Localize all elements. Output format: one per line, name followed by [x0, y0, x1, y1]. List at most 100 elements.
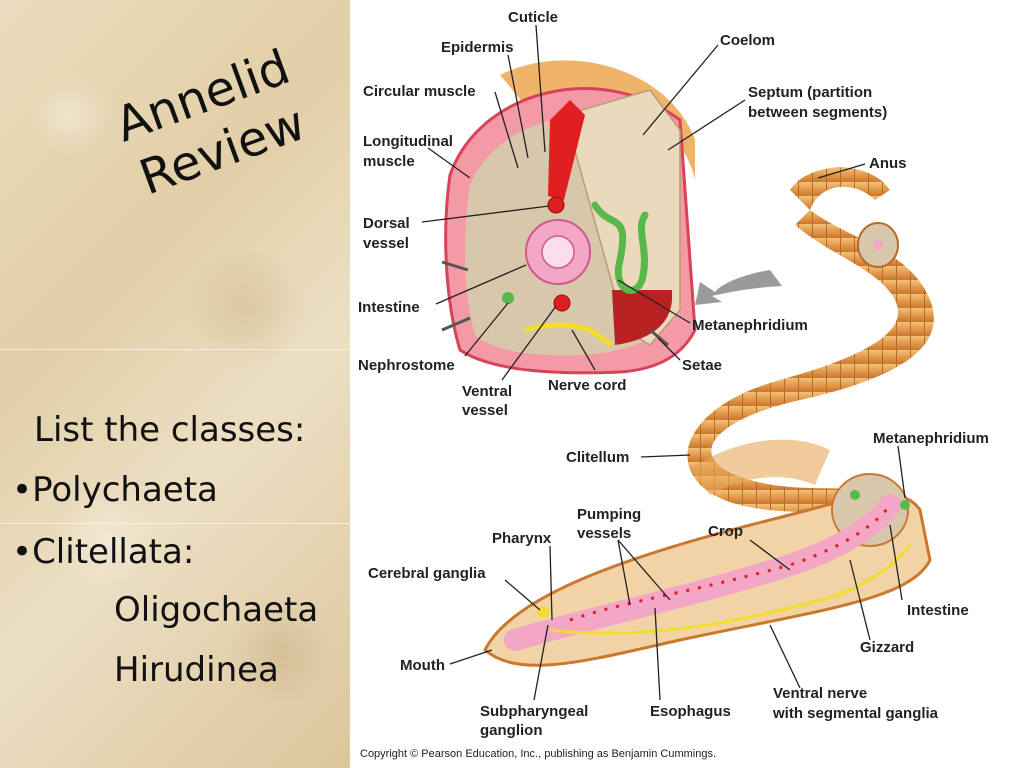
- leader-pharynx: [549, 545, 553, 621]
- clitellum-band: [690, 439, 830, 495]
- leader-mouth: [449, 649, 493, 665]
- label-setae: Setae: [682, 357, 722, 374]
- bullet-mark: •: [12, 470, 33, 510]
- label-intestine-right: Intestine: [907, 602, 969, 619]
- leader-lines: [421, 24, 906, 701]
- metanephridium-green-small: [850, 490, 860, 500]
- bullet-clitellata: •Clitellata:: [12, 532, 194, 572]
- seta: [441, 316, 471, 332]
- label-cuticle: Cuticle: [508, 9, 558, 26]
- label-coelom: Coelom: [720, 32, 775, 49]
- classes-prompt: List the classes:: [34, 410, 306, 450]
- leader-cerebral-ganglia: [504, 579, 541, 611]
- worm-coiled-body: [687, 210, 934, 545]
- cross-section-block: [441, 60, 697, 375]
- leader-pumping-vessel: [617, 539, 671, 601]
- copyright-notice: Copyright © Pearson Education, Inc., pub…: [360, 748, 716, 760]
- label-ventral-nerve-line1: Ventral nerve: [773, 685, 867, 702]
- leader-pumping-vessel: [617, 539, 631, 606]
- label-metanephridium-right: Metanephridium: [873, 430, 989, 447]
- label-mouth: Mouth: [400, 657, 445, 674]
- label-septum-line2: between segments): [748, 104, 887, 121]
- leader-ventral-nerve: [769, 624, 801, 689]
- leader-crop: [749, 539, 791, 571]
- leader-setae: [657, 337, 681, 361]
- subclass-oligochaeta: Oligochaeta: [114, 590, 319, 630]
- label-gizzard: Gizzard: [860, 639, 914, 656]
- label-circular-muscle: Circular muscle: [363, 83, 476, 100]
- label-pumping-line1: Pumping: [577, 506, 641, 523]
- ventral-vessel-section: [553, 294, 571, 312]
- label-metanephridium-top: Metanephridium: [692, 317, 808, 334]
- label-dorsal-line2: vessel: [363, 235, 409, 252]
- ventral-nerve-yellow: [549, 544, 912, 635]
- label-pharynx: Pharynx: [492, 530, 552, 547]
- leader-septum: [667, 99, 746, 151]
- diagram-labels: Cuticle Epidermis Coelom Circular muscle…: [358, 9, 989, 760]
- leader-cuticle: [535, 24, 546, 153]
- nephrostome-green: [502, 292, 514, 304]
- dorsal-vessel-red: [548, 100, 585, 200]
- leader-ventral-vessel: [501, 305, 557, 381]
- label-nerve-cord: Nerve cord: [548, 377, 626, 394]
- seta: [441, 260, 469, 272]
- leader-esophagus: [654, 607, 661, 701]
- intestine-lumen: [541, 235, 575, 269]
- class-polychaeta: Polychaeta: [32, 470, 218, 510]
- blood-vessel-rings: [569, 504, 892, 622]
- leader-anus: [817, 163, 866, 179]
- leader-nephrostome: [464, 302, 509, 357]
- leader-nerve-cord: [571, 329, 596, 371]
- label-dorsal-line1: Dorsal: [363, 215, 410, 232]
- body-dome-upper: [500, 60, 695, 180]
- leader-coelom: [642, 44, 719, 136]
- label-longitudinal-line1: Longitudinal: [363, 133, 453, 150]
- label-clitellum: Clitellum: [566, 449, 629, 466]
- bullet-polychaeta: •Polychaeta: [12, 470, 218, 510]
- dorsal-vessel-section: [547, 196, 565, 214]
- textured-side-panel: Annelid Review List the classes: •Polych…: [0, 0, 350, 768]
- metanephridium-green: [591, 201, 649, 294]
- slide-title: Annelid Review: [80, 28, 345, 219]
- label-esophagus: Esophagus: [650, 703, 731, 720]
- leader-epidermis: [507, 54, 529, 159]
- cerebral-ganglia-yellow: [537, 606, 549, 618]
- tile-divider: [0, 349, 350, 350]
- diagram-panel: Cuticle Epidermis Coelom Circular muscle…: [350, 0, 1024, 768]
- tile-divider: [0, 523, 350, 524]
- earthworm-anatomy-diagram: Cuticle Epidermis Coelom Circular muscle…: [358, 9, 989, 760]
- leader-metanephridium-right: [897, 445, 906, 499]
- class-clitellata: Clitellata:: [32, 532, 195, 572]
- leader-metanephridium: [617, 279, 691, 324]
- label-intestine-top: Intestine: [358, 299, 420, 316]
- label-pumping-line2: vessels: [577, 525, 631, 542]
- bullet-mark: •: [12, 532, 33, 572]
- nerve-cord-yellow: [524, 322, 614, 348]
- leader-circular-muscle: [494, 91, 519, 169]
- leader-gizzard: [849, 559, 871, 641]
- leader-subpharyngeal: [533, 624, 549, 701]
- label-cerebral-ganglia: Cerebral ganglia: [368, 565, 486, 582]
- label-anus: Anus: [869, 155, 907, 172]
- label-ventral-vessel-line2: vessel: [462, 402, 508, 419]
- label-subpharyngeal-line1: Subpharyngeal: [480, 703, 588, 720]
- worm-cut-intestine: [873, 240, 883, 250]
- label-epidermis: Epidermis: [441, 39, 514, 56]
- leader-intestine: [435, 264, 527, 305]
- label-nephrostome: Nephrostome: [358, 357, 455, 374]
- leader-clitellum: [640, 454, 691, 458]
- leader-longitudinal-muscle: [427, 147, 471, 179]
- leader-intestine-right: [889, 524, 903, 601]
- metanephridium-green-small: [900, 500, 910, 510]
- leader-dorsal-vessel: [421, 205, 550, 223]
- subclass-hirudinea: Hirudinea: [114, 650, 279, 690]
- earthworm-body: [483, 167, 934, 667]
- label-longitudinal-line2: muscle: [363, 153, 415, 170]
- label-subpharyngeal-line2: ganglion: [480, 722, 543, 739]
- label-septum-line1: Septum (partition: [748, 84, 872, 101]
- arrow-pointing-cross-section: [695, 270, 782, 305]
- label-ventral-nerve-line2: with segmental ganglia: [772, 705, 939, 722]
- label-ventral-vessel-line1: Ventral: [462, 383, 512, 400]
- seta: [649, 328, 669, 347]
- label-crop: Crop: [708, 523, 743, 540]
